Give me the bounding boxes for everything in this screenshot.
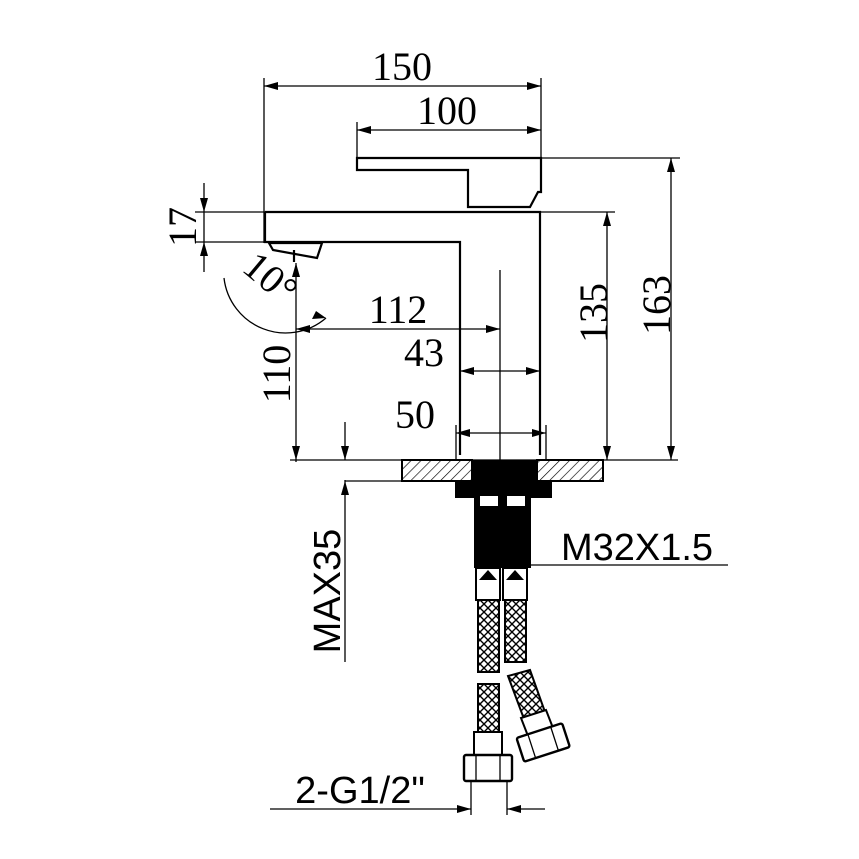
dimension-lines [195,78,728,815]
label-163: 163 [634,275,679,335]
label-hose-g12: 2-G1/2" [295,770,425,812]
label-thread-m32: M32X1.5 [561,527,713,569]
label-112: 112 [369,287,428,332]
flexible-hoses [462,567,571,783]
label-110: 110 [254,345,299,404]
label-100: 100 [417,88,477,133]
label-max35: MAX35 [307,529,349,654]
faucet-body [263,156,543,455]
mounting-assembly [401,459,604,568]
label-17: 17 [160,207,205,247]
label-50: 50 [395,392,435,437]
label-43: 43 [404,330,444,375]
label-135: 135 [571,283,616,343]
dimension-labels: 150 100 17 10° 112 43 110 50 135 163 MAX… [160,44,713,812]
label-150: 150 [372,44,432,89]
